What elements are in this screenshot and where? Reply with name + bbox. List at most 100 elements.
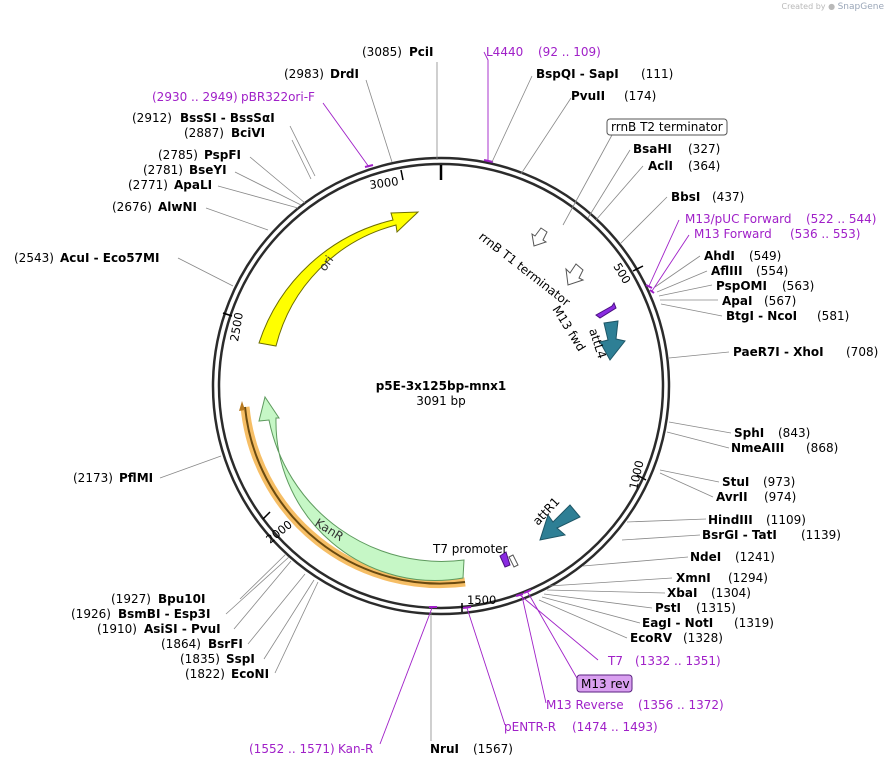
enzyme-ahdi: AhdI — [704, 249, 735, 263]
rrnb-t2-label-box — [606, 118, 728, 136]
tick-mark-2000 — [262, 511, 271, 520]
enzyme-pspfi: PspFI — [204, 148, 241, 162]
enzyme-acui: AcuI - Eco57MI — [60, 251, 159, 265]
primer-m13-puc-forward: M13/pUC Forward — [685, 212, 792, 226]
enzyme-psti: PstI — [655, 601, 681, 615]
enzyme-ndei: NdeI — [690, 550, 721, 564]
feature-ori — [258, 211, 420, 347]
primer-pos-pentr-r: (1474 .. 1493) — [572, 720, 658, 734]
feature-kanr — [258, 395, 465, 581]
leader-m13-reverse — [521, 595, 547, 704]
enzyme-ecorv: EcoRV — [630, 631, 673, 645]
leader-bseyi — [234, 171, 302, 206]
leader-pspomi — [658, 284, 713, 297]
kanr-strand-arrow-icon — [239, 401, 245, 411]
backbone-outer — [211, 156, 671, 616]
enzyme-apai: ApaI — [722, 294, 752, 308]
tick-label-500: 500 — [610, 260, 633, 286]
tick-marks — [222, 169, 647, 612]
enzyme-apali: ApaLI — [174, 178, 212, 192]
enzyme-bsahi: BsaHI — [633, 142, 672, 156]
leader-pspfi — [249, 156, 306, 204]
enzyme-stui: StuI — [722, 475, 749, 489]
enzyme-pos-pflmi: (2173) — [73, 471, 113, 485]
leader-bciv — [289, 125, 316, 177]
enzyme-pos-paer7i: (708) — [846, 345, 878, 359]
enzyme-pos-bsrgi: (1139) — [801, 528, 841, 542]
feature-label-m13-fwd: M13 fwd — [549, 303, 588, 354]
primer-t7: T7 — [607, 654, 623, 668]
leader-afliii — [656, 270, 708, 293]
enzyme-pos-apai: (567) — [764, 294, 796, 308]
primer-m13-forward: M13 Forward — [694, 227, 772, 241]
enzyme-pos-ahdi: (549) — [749, 249, 781, 263]
feature-rrnb-t1-terminator — [565, 263, 585, 286]
enzyme-xbai: XbaI — [667, 586, 697, 600]
leader-sspi — [263, 579, 315, 660]
credit-watermark: Created by ● SnapGene — [782, 2, 885, 12]
marker-l4440 — [483, 159, 494, 163]
primer-pos-m13-forward: (536 .. 553) — [790, 227, 860, 241]
primer-pos-m13-reverse: (1356 .. 1372) — [638, 698, 724, 712]
enzyme-nrui: NruI — [430, 742, 459, 756]
feature-label-t7-promoter: T7 promoter — [432, 542, 508, 556]
feature-m13-fwd — [595, 301, 617, 319]
feature-t7-terminator-small — [508, 554, 519, 568]
enzyme-pos-bcivi: (2887) — [184, 126, 224, 140]
enzyme-bsssi: BssSI - BssSαI — [180, 111, 275, 125]
primer-m13-reverse: M13 Reverse — [546, 698, 624, 712]
leader-bsssi — [291, 139, 312, 180]
leader-acli — [595, 165, 644, 221]
feature-label-m13-rev: M13 rev — [581, 677, 630, 691]
enzyme-pos-apali: (2771) — [128, 178, 168, 192]
enzyme-pos-nrui: (1567) — [473, 742, 513, 756]
enzyme-pos-nmeaiii: (868) — [806, 441, 838, 455]
leader-kan-r — [379, 607, 433, 745]
snapgene-logo-icon: ● — [828, 2, 836, 11]
enzyme-pos-afliii: (554) — [756, 264, 788, 278]
enzyme-bsrgi: BsrGI - TatI — [702, 528, 777, 542]
enzyme-pspomi: PspOMI — [716, 279, 767, 293]
tick-label-2500: 2500 — [227, 311, 246, 342]
enzyme-pos-pspfi: (2785) — [158, 148, 198, 162]
enzyme-pos-bbsi: (437) — [712, 190, 744, 204]
enzyme-avrii: AvrII — [716, 490, 748, 504]
enzyme-pos-hindiii: (1109) — [766, 513, 806, 527]
credit-prefix: Created by — [781, 2, 826, 11]
primer-pentr-r: pENTR-R — [504, 720, 556, 734]
primer-pos-kan-r: (1552 .. 1571) — [249, 742, 335, 756]
enzyme-bbsi: BbsI — [671, 190, 700, 204]
leader-avrii — [659, 472, 714, 498]
tick-mark-3000 — [400, 169, 404, 181]
enzyme-pos-drdi: (2983) — [284, 67, 324, 81]
enzyme-bsrfi: BsrFI — [208, 637, 243, 651]
marker-m13-puc-forward — [645, 284, 653, 289]
leader-alwni — [205, 207, 269, 231]
enzyme-bseyi: BseYI — [189, 163, 227, 177]
enzyme-pos-sphi: (843) — [778, 426, 810, 440]
enzyme-drdi: DrdI — [330, 67, 359, 81]
enzyme-econi: EcoNI — [231, 667, 269, 681]
leader-ndei — [582, 556, 689, 567]
leader-m13-forward — [651, 234, 690, 292]
leader-nmeaiii — [666, 431, 730, 449]
leader-bsrgi — [621, 534, 701, 541]
leader-paer7i — [668, 351, 730, 359]
enzyme-pos-bsmbi: (1926) — [71, 607, 111, 621]
plasmid-name: p5E-3x125bp-mnx1 — [376, 379, 507, 393]
leader-eagi — [541, 596, 641, 624]
marker-m13-forward — [649, 289, 655, 294]
leader-pentr-r — [466, 607, 506, 726]
leader-stui — [659, 469, 720, 483]
leader-bbsi — [619, 196, 668, 245]
leader-ahdi — [654, 255, 701, 288]
enzyme-pos-bpu10i: (1927) — [111, 592, 151, 606]
leader-sphi — [668, 421, 732, 434]
leader-drdi — [365, 79, 393, 163]
enzyme-afliii: AflIII — [711, 264, 743, 278]
leader-psti — [543, 593, 653, 609]
enzyme-pos-bseyi: (2781) — [143, 163, 183, 177]
feature-kanr-strand-core — [244, 406, 466, 585]
tick-mark-500 — [632, 265, 644, 272]
